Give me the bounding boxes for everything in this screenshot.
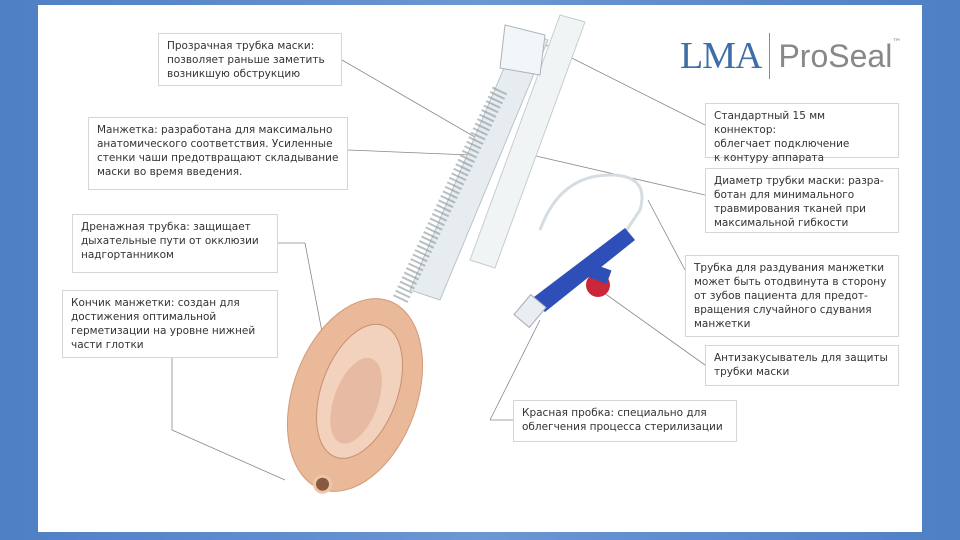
callout-cuff: Манжетка: разработана для максимально ан… bbox=[88, 117, 348, 190]
airway-tube bbox=[392, 14, 586, 304]
callout-drain-tube: Дренажная трубка: защищает дыхательные п… bbox=[72, 214, 278, 273]
callout-connector: Стандартный 15 мм коннектор: облегчает п… bbox=[705, 103, 899, 164]
logo-product: ProSeal bbox=[778, 37, 893, 74]
logo-divider bbox=[769, 33, 771, 79]
logo-brand: LMA bbox=[680, 35, 762, 77]
logo-trademark: ™ bbox=[892, 38, 902, 48]
callout-bite-block: Антизакусыватель для защиты трубки маски bbox=[705, 345, 899, 386]
pilot-valve bbox=[513, 228, 635, 329]
callout-tube-diameter: Диаметр трубки маски: разра- ботан для м… bbox=[705, 168, 899, 233]
mask-cuff bbox=[286, 298, 424, 494]
callout-red-plug: Красная пробка: специально для облегчени… bbox=[513, 400, 737, 442]
callout-transparent-tube: Прозрачная трубка маски: позволяет раньш… bbox=[158, 33, 342, 86]
inflation-line bbox=[538, 173, 644, 241]
lma-proseal-logo: LMA ProSeal ™ bbox=[680, 33, 902, 79]
callout-inflation-line: Трубка для раздувания манжетки может быт… bbox=[685, 255, 899, 337]
callout-cuff-tip: Кончик манжетки: создан для достижения о… bbox=[62, 290, 278, 358]
